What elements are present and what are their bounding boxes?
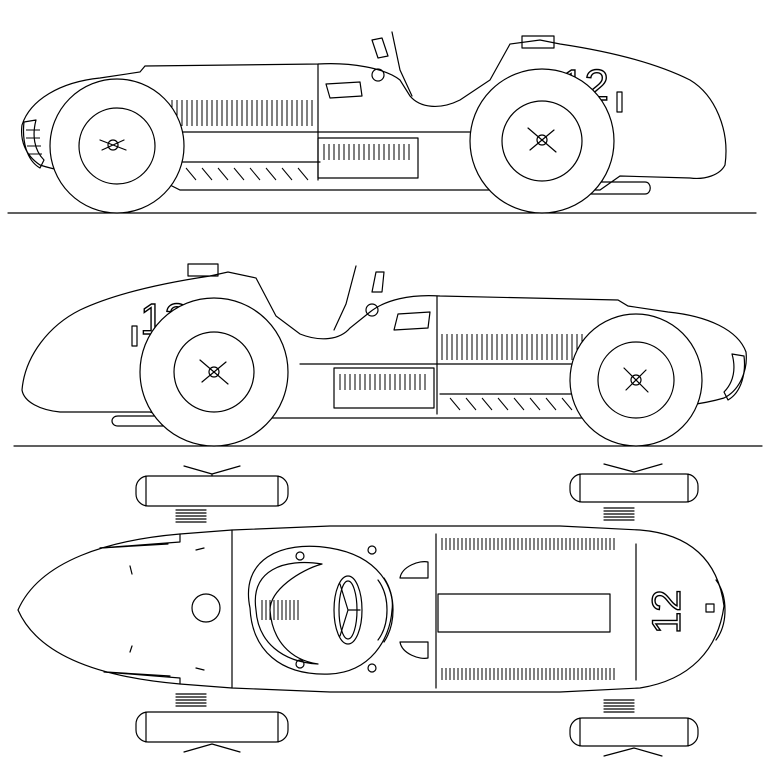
plan-front-wheel-bottom [569,717,699,757]
air-intake-2 [393,311,431,331]
grille-2 [723,353,746,401]
front-wheel-2 [569,313,703,447]
fuel-cap [191,593,221,623]
louvres-panel-2 [339,374,426,390]
exhaust-vents-2 [449,397,573,411]
steering-wheel-icon [333,575,363,645]
plan-grille [715,579,726,641]
side-view-right: 12 [13,263,763,447]
plan-intake-top [399,561,429,579]
rear-wheel-2 [139,297,289,447]
grille [22,119,45,169]
plan-windscreen [377,577,394,643]
side-panel-2 [333,367,435,409]
plan-body [17,525,725,693]
plan-louvres-top [441,538,615,550]
louvres-panel [323,144,410,160]
plan-intake-bottom [399,641,429,659]
plan-louvres-bottom [441,668,615,680]
cockpit-opening [247,545,393,675]
exhaust-vents [185,167,309,181]
windscreen-2 [333,265,357,331]
plan-view: 12 [17,463,726,757]
windscreen [391,31,413,97]
rear-wheel [469,68,615,214]
center-strip [437,593,611,633]
rear-suspension [175,509,207,707]
exhaust-pipe-2 [111,415,171,427]
plan-front-wheel-top [569,463,699,503]
air-intake [325,81,363,99]
side-view-left: 12 [7,31,757,214]
front-wheel [49,78,185,214]
seat-ribs [261,600,299,620]
front-suspension [603,507,635,713]
plan-rear-wheel-bottom [135,711,289,753]
grille-mesh [26,129,42,155]
race-number-top: 12 [645,590,689,635]
exhaust-pipe [589,181,651,195]
side-panel [317,137,419,179]
plan-rear-wheel-top [135,465,289,507]
